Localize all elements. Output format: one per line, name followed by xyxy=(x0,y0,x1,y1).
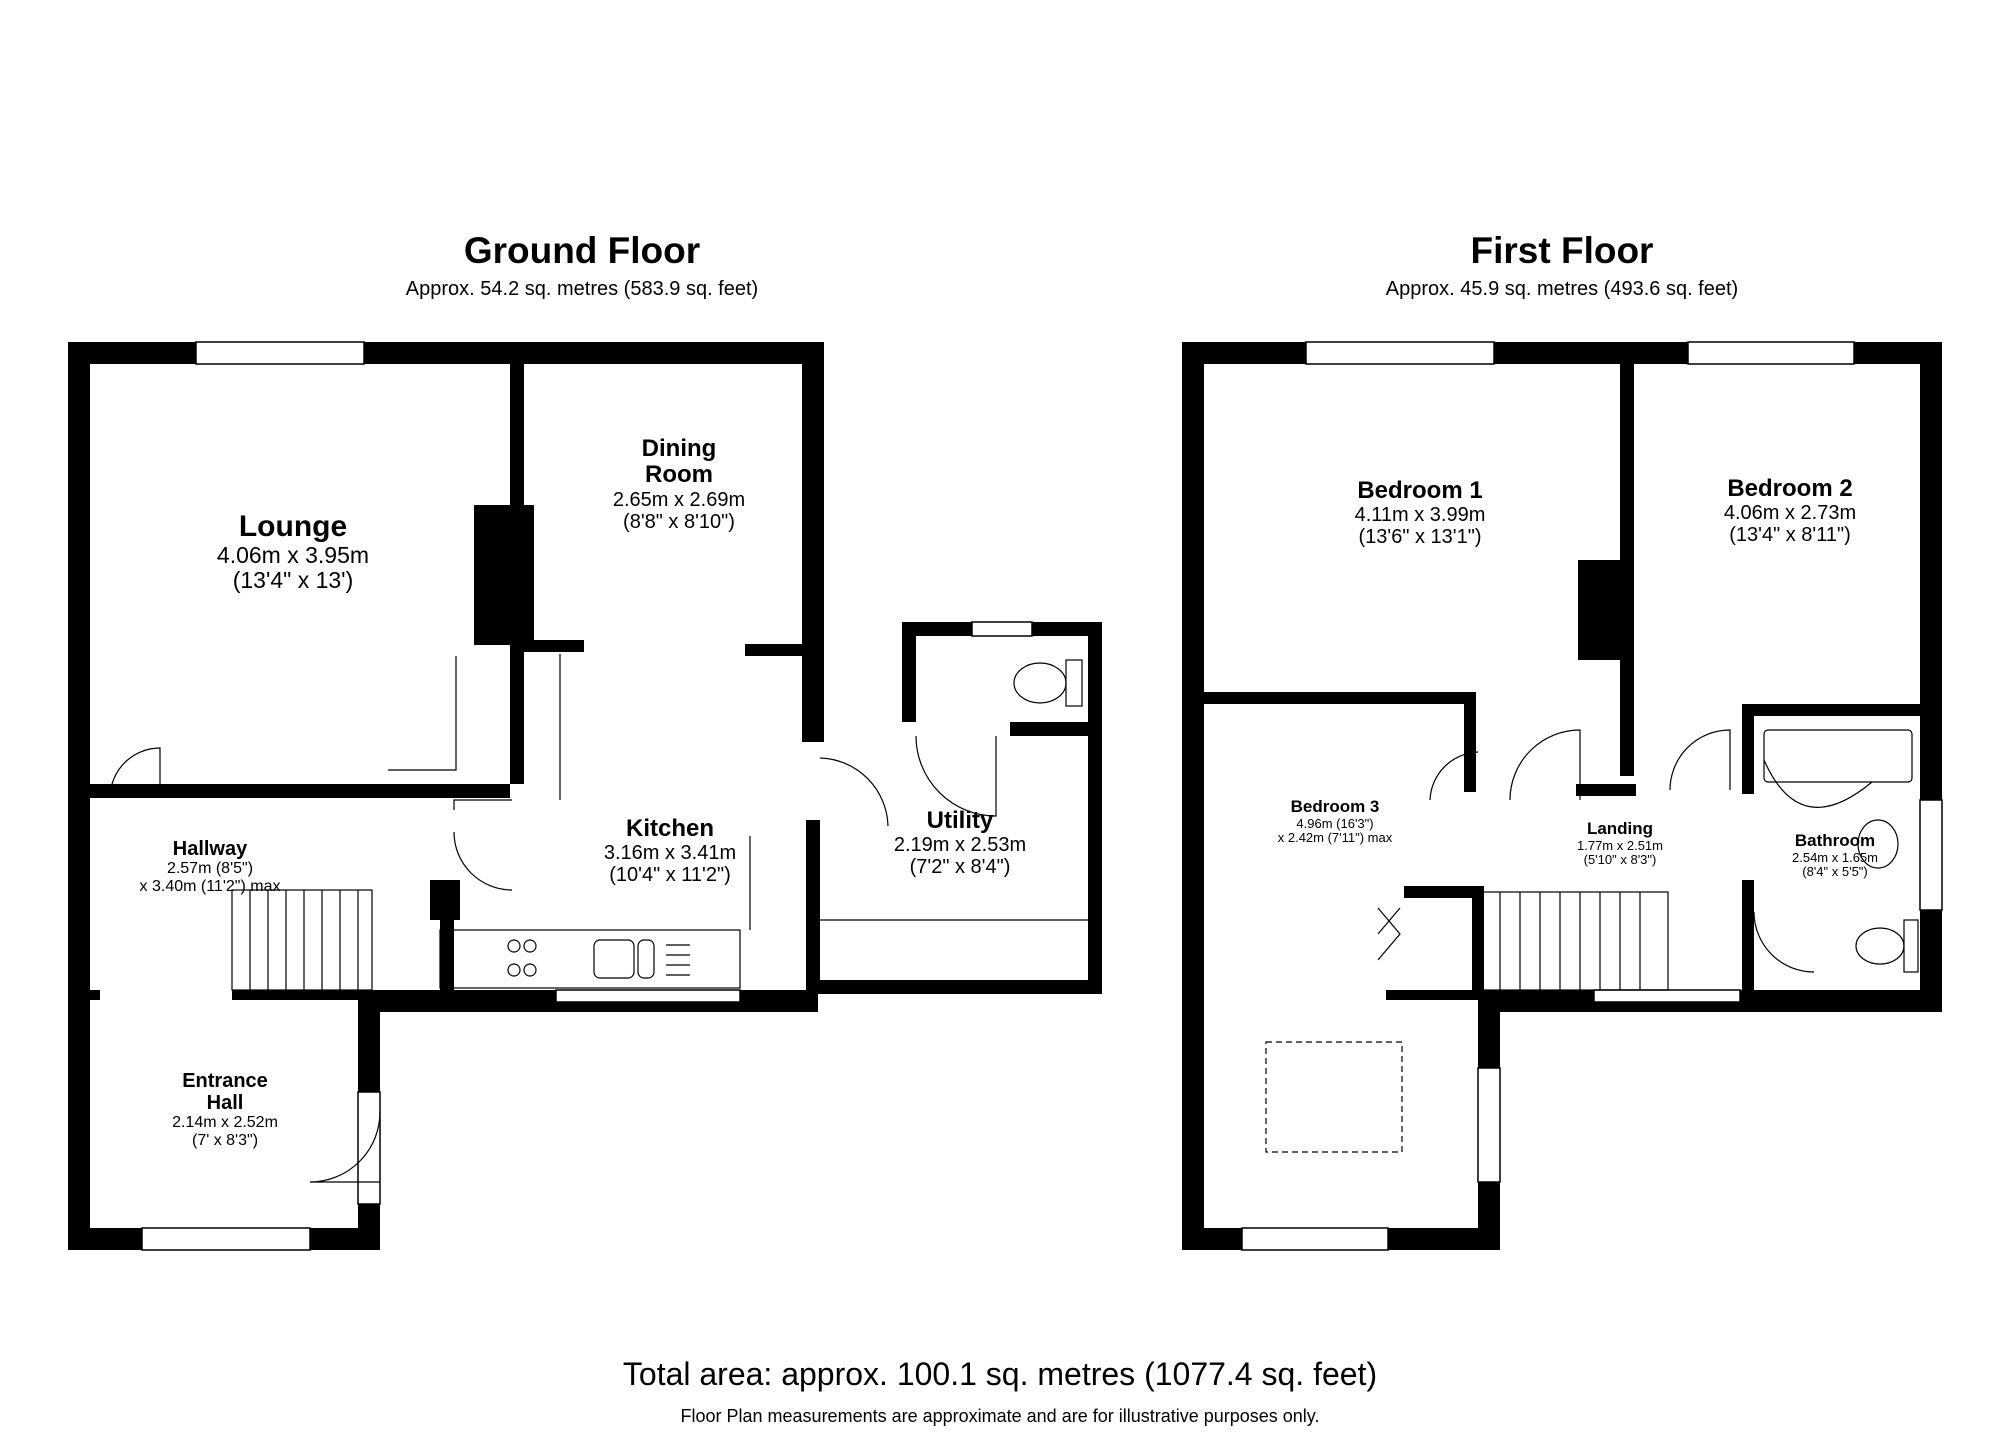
room-name: Lounge xyxy=(238,510,348,543)
room-bedroom-3: Bedroom 3 4.96m (16'3") x 2.42m (7'11") … xyxy=(1240,797,1430,845)
room-dimensions-imperial: (13'4" x 8'11") xyxy=(1729,524,1851,547)
room-dimensions-imperial: (7' x 8'3") xyxy=(191,1131,259,1149)
room-bedroom-2: Bedroom 2 4.06m x 2.73m (13'4" x 8'11") xyxy=(1680,475,1900,547)
ground-floor-area: Approx. 54.2 sq. metres (583.9 sq. feet) xyxy=(405,278,759,300)
room-dimensions-imperial: (13'6" x 13'1") xyxy=(1358,526,1482,549)
fixtures xyxy=(109,654,1919,1183)
first-floor-title: First Floor xyxy=(1470,230,1654,271)
room-dimensions-imperial: (13'4" x 13') xyxy=(232,567,354,594)
room-dimensions-metric: 4.06m x 2.73m xyxy=(1723,502,1857,525)
room-name: Utility xyxy=(926,807,994,834)
room-dimensions-imperial: (5'10" x 8'3") xyxy=(1583,851,1657,867)
room-name: Kitchen xyxy=(625,815,714,842)
room-dimensions-metric: 2.65m x 2.69m xyxy=(612,488,746,511)
room-name: Bedroom 3 xyxy=(1290,797,1380,816)
room-dimensions-metric: 2.19m x 2.53m xyxy=(893,834,1027,857)
room-dimensions-metric: 4.96m (16'3") xyxy=(1296,815,1374,831)
room-landing: Landing 1.77m x 2.51m (5'10" x 8'3") xyxy=(1540,819,1700,867)
room-name: Entrance xyxy=(182,1070,268,1092)
room-name: Dining xyxy=(641,435,717,462)
total-area: Total area: approx. 100.1 sq. metres (10… xyxy=(622,1356,1378,1392)
room-utility: Utility 2.19m x 2.53m (7'2" x 8'4") xyxy=(860,807,1060,879)
room-kitchen: Kitchen 3.16m x 3.41m (10'4" x 11'2") xyxy=(560,815,780,887)
room-dimensions-metric: 2.54m x 1.65m xyxy=(1792,849,1878,865)
room-entrance-hall: Entrance Hall 2.14m x 2.52m (7' x 8'3") xyxy=(120,1070,330,1149)
room-hallway: Hallway 2.57m (8'5") x 3.40m (11'2") max xyxy=(100,838,320,895)
room-dining-room: Dining Room 2.65m x 2.69m (8'8" x 8'10") xyxy=(574,435,784,533)
room-dimensions-metric: 3.16m x 3.41m xyxy=(603,842,737,865)
disclaimer: Floor Plan measurements are approximate … xyxy=(680,1406,1320,1426)
room-dimensions-imperial: x 2.42m (7'11") max xyxy=(1277,829,1393,845)
room-dimensions-imperial: (8'4" x 5'5") xyxy=(1802,863,1868,879)
room-dimensions-imperial: (10'4" x 11'2") xyxy=(609,864,731,887)
room-dimensions-metric: 4.06m x 3.95m xyxy=(216,542,370,568)
room-name: Bedroom 2 xyxy=(1727,475,1853,502)
room-bedroom-1: Bedroom 1 4.11m x 3.99m (13'6" x 13'1") xyxy=(1310,477,1530,549)
room-dimensions-metric: 1.77m x 2.51m xyxy=(1577,837,1663,853)
room-dimensions-metric: 2.14m x 2.52m xyxy=(172,1114,278,1131)
first-floor-area: Approx. 45.9 sq. metres (493.6 sq. feet) xyxy=(1385,278,1739,300)
room-name-line2: Hall xyxy=(206,1092,244,1114)
windows xyxy=(141,341,1943,1251)
room-lounge: Lounge 4.06m x 3.95m (13'4" x 13') xyxy=(178,510,408,594)
room-dimensions-imperial: (7'2" x 8'4") xyxy=(909,856,1011,879)
room-dimensions-metric: 2.57m (8'5") xyxy=(166,860,254,877)
room-name-line2: Room xyxy=(645,461,713,489)
room-name: Landing xyxy=(1586,819,1654,838)
room-name: Hallway xyxy=(172,838,248,860)
room-dimensions-imperial: x 3.40m (11'2") max xyxy=(139,877,281,895)
room-bathroom: Bathroom 2.54m x 1.65m (8'4" x 5'5") xyxy=(1770,831,1900,879)
room-dimensions-imperial: (8'8" x 8'10") xyxy=(623,510,735,533)
room-name: Bathroom xyxy=(1794,831,1876,850)
room-name: Bedroom 1 xyxy=(1357,477,1483,504)
room-dimensions-metric: 4.11m x 3.99m xyxy=(1354,504,1486,527)
ground-floor-title: Ground Floor xyxy=(463,230,701,271)
